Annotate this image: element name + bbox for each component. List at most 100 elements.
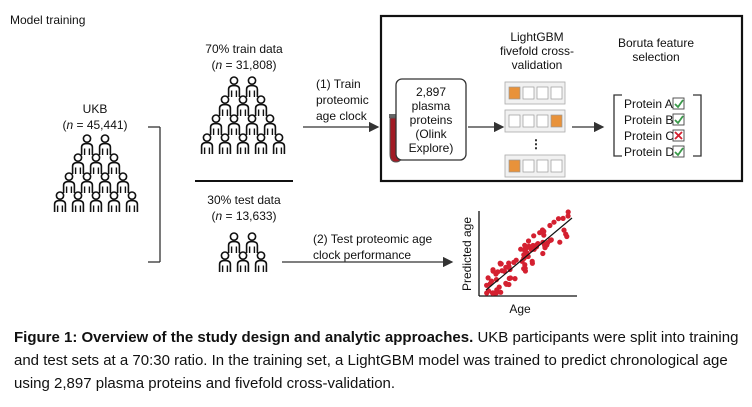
person-icon xyxy=(272,133,286,155)
fold-cell xyxy=(522,86,535,100)
fold-cell xyxy=(508,86,521,100)
scatter-point xyxy=(490,268,496,274)
protein-status-box xyxy=(672,97,685,110)
lightgbm-line3: validation xyxy=(512,58,563,72)
person-icon xyxy=(71,153,85,175)
person-icon xyxy=(89,191,103,213)
tube-line4: (Olink xyxy=(415,127,447,141)
person-icon xyxy=(236,95,250,117)
protein-panel-box xyxy=(395,78,467,161)
scatter-point xyxy=(521,252,527,258)
fold-cell xyxy=(536,86,549,100)
step1-line1: (1) Train xyxy=(316,77,361,91)
fold-cell xyxy=(522,114,535,128)
folds-ellipsis: ⋮ xyxy=(530,137,542,151)
scatter-point xyxy=(522,242,528,248)
scatter-point xyxy=(547,222,553,229)
fold-cell xyxy=(508,159,521,173)
person-icon xyxy=(116,172,130,194)
person-icon xyxy=(80,134,94,156)
scatter-point xyxy=(555,216,562,222)
scatter-point xyxy=(490,290,496,296)
split-bracket xyxy=(148,126,161,263)
scatter-point xyxy=(488,278,495,284)
step1-line2: proteomic xyxy=(316,93,369,107)
caption-bold: Figure 1: Overview of the study design a… xyxy=(14,329,474,346)
train-n: (n = 31,808) xyxy=(211,58,276,72)
train-crowd-icon xyxy=(200,76,286,155)
cross-validation-folds xyxy=(504,81,566,178)
person-icon xyxy=(218,95,232,117)
regression-line xyxy=(485,217,573,291)
person-icon xyxy=(200,133,214,155)
fold-cell xyxy=(550,86,563,100)
person-icon xyxy=(263,114,277,136)
scatter-point xyxy=(498,289,504,295)
person-icon xyxy=(254,251,268,273)
test-label: 30% test data xyxy=(207,193,281,207)
step2-line1: (2) Test proteomic age xyxy=(313,232,432,246)
scatter-point xyxy=(565,213,571,219)
fold-cell xyxy=(536,114,549,128)
step2-line2: clock performance xyxy=(313,248,411,262)
scatter-point xyxy=(503,280,509,286)
fold-cell xyxy=(522,159,535,173)
person-icon xyxy=(218,133,232,155)
scatter-point xyxy=(493,290,499,296)
ukb-crowd-icon xyxy=(53,134,139,213)
check-icon xyxy=(674,99,684,109)
figure-title: Model training xyxy=(10,13,85,27)
scatter-point xyxy=(485,275,491,281)
scatter-point xyxy=(522,268,529,274)
scatter-point xyxy=(525,238,532,244)
lightgbm-line2: fivefold cross- xyxy=(500,44,574,58)
tube-line1: 2,897 xyxy=(416,85,446,99)
person-icon xyxy=(209,114,223,136)
scatter-points xyxy=(484,209,571,296)
person-icon xyxy=(245,76,259,98)
boruta-right-bracket xyxy=(693,94,702,157)
person-icon xyxy=(254,133,268,155)
scatter-point xyxy=(537,230,543,236)
scatter-point xyxy=(565,209,571,215)
person-icon xyxy=(236,251,250,273)
person-icon xyxy=(53,191,67,213)
scatter-point xyxy=(541,232,547,238)
figure-caption: Figure 1: Overview of the study design a… xyxy=(14,326,742,395)
tube-line3: proteins xyxy=(410,113,453,127)
scatter-point xyxy=(484,282,490,288)
person-icon xyxy=(89,153,103,175)
person-icon xyxy=(107,191,121,213)
boruta-line2: selection xyxy=(632,50,679,64)
protein-label: Protein B xyxy=(624,113,673,127)
scatter-point xyxy=(540,250,546,257)
protein-label: Protein A xyxy=(624,97,673,111)
person-icon xyxy=(227,114,241,136)
test-n: (n = 13,633) xyxy=(211,209,276,223)
person-icon xyxy=(245,232,259,254)
caption-text: UKB participants were split into trainin… xyxy=(14,329,739,392)
person-icon xyxy=(254,95,268,117)
person-icon xyxy=(245,114,259,136)
scatter-point xyxy=(497,260,503,266)
fold-cell xyxy=(536,159,549,173)
test-crowd-icon xyxy=(218,232,268,273)
scatter-point xyxy=(545,240,551,246)
person-icon xyxy=(218,251,232,273)
scatter-point xyxy=(541,228,547,234)
scatter-point xyxy=(531,233,537,239)
tube-line5: Explore) xyxy=(409,141,454,155)
person-icon xyxy=(236,133,250,155)
person-icon xyxy=(125,191,139,213)
scatter-point xyxy=(506,275,512,282)
scatter-point xyxy=(518,246,524,252)
scatter-point xyxy=(560,215,566,221)
check-icon xyxy=(674,147,684,157)
person-icon xyxy=(227,232,241,254)
scatter-point xyxy=(512,276,518,282)
person-icon xyxy=(62,172,76,194)
plot-ylabel: Predicted age xyxy=(460,217,474,291)
fold-cell xyxy=(508,114,521,128)
ukb-n: (n = 45,441) xyxy=(62,118,127,132)
